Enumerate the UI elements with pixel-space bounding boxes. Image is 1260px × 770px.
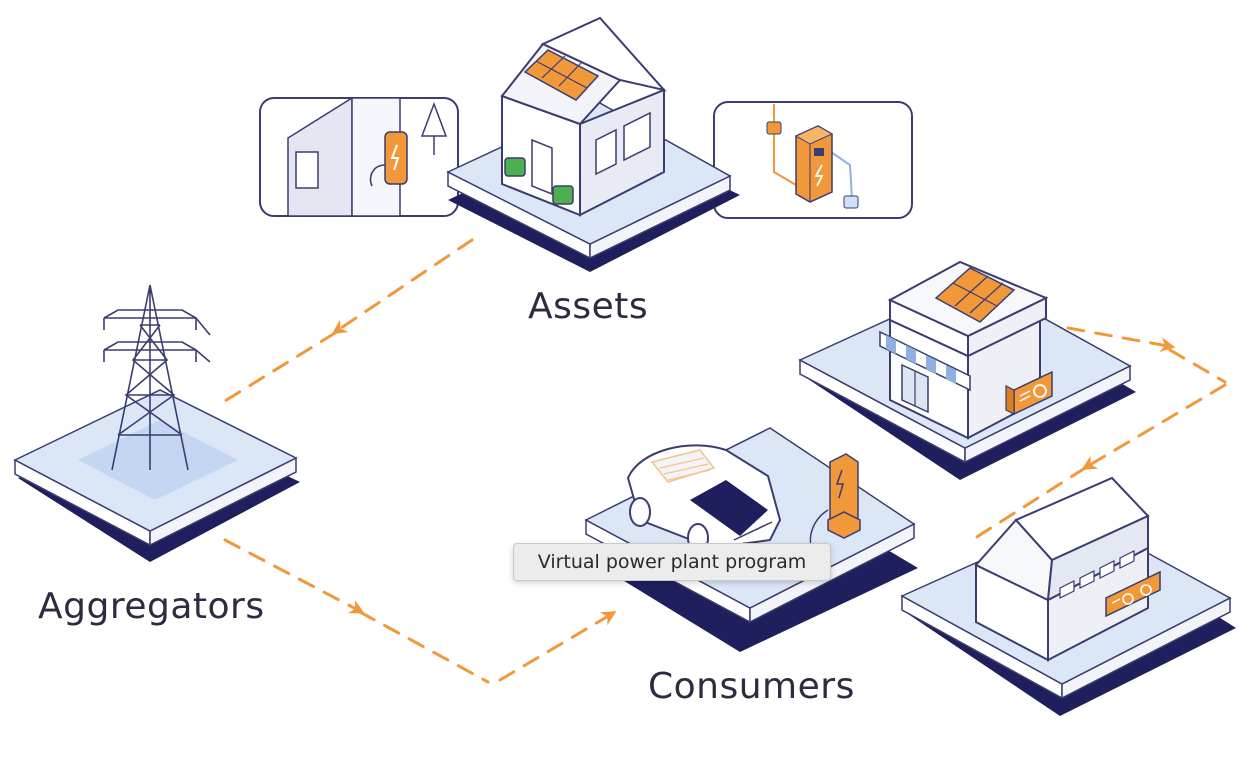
- flow-arrows: [218, 238, 1227, 684]
- battery-inset: [713, 101, 913, 219]
- solar-panel-icon: [523, 49, 600, 101]
- arrow-assets-to-aggregators: [331, 238, 474, 335]
- assets-label: Assets: [528, 286, 649, 327]
- shop-icon: [879, 260, 1053, 440]
- arrow-shop-right: [1066, 326, 1176, 353]
- house-solar-icon: [500, 16, 667, 217]
- awning-icon: [879, 330, 971, 392]
- heat-pump-icon: [1005, 370, 1053, 416]
- arrow-bottom-to-consumers: [498, 611, 617, 682]
- factory-icon: [974, 476, 1161, 662]
- arrow-right-back: [1081, 383, 1227, 470]
- arrow-line-right-corner: [1168, 348, 1227, 384]
- wall-charger-icon: [369, 131, 408, 187]
- consumers-label: Consumers: [648, 666, 855, 707]
- arrow-to-factory: [970, 466, 1087, 542]
- aggregators-label: Aggregators: [38, 586, 265, 627]
- tree-icon: [420, 101, 448, 155]
- arrow-line-to-bottom: [358, 610, 490, 684]
- arrow-line-to-tower: [218, 331, 337, 406]
- home-battery-icon: [794, 125, 834, 203]
- charger-inset: [259, 96, 459, 217]
- tooltip: Virtual power plant program: [513, 543, 831, 581]
- aggregators-platform: [13, 389, 300, 562]
- shrub-icon: [504, 157, 574, 205]
- solar-panel-icon: [934, 267, 1016, 323]
- electric-car-icon: [626, 444, 782, 553]
- transmission-tower-icon: [103, 284, 211, 471]
- arrow-aggregators-down: [223, 538, 365, 614]
- heat-pump-icon: [1105, 570, 1161, 618]
